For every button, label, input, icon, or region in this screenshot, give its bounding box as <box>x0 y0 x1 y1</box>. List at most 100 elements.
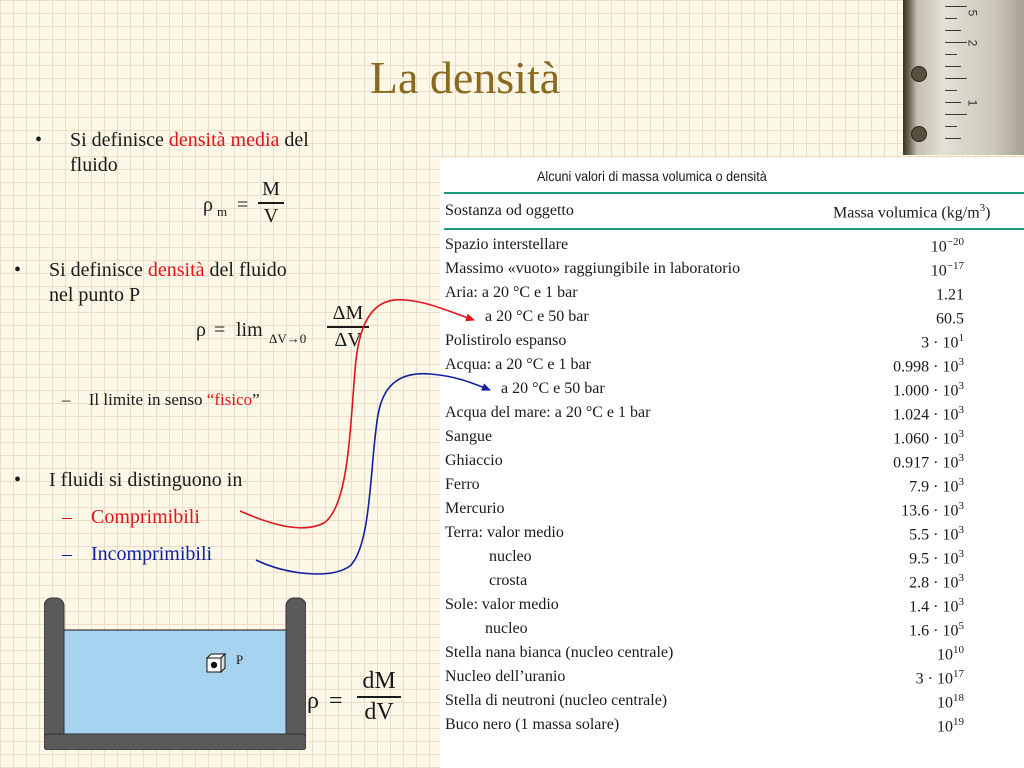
density-value: 1010 <box>937 644 964 664</box>
substance-name: Ghiaccio <box>445 452 503 469</box>
ruler-number: 5 <box>965 9 980 17</box>
bullet-text: del <box>279 129 309 151</box>
substance-name: Massimo «vuoto» raggiungibile in laborat… <box>445 260 741 277</box>
table-row: Ferro 7.9 · 103 <box>440 476 1024 500</box>
screw-icon <box>911 66 927 82</box>
emphasis-fisico: “fisico <box>206 390 253 409</box>
density-value: 10−17 <box>930 260 964 280</box>
substance-name: Nucleo dell’uranio <box>445 668 566 685</box>
substance-name: Terra: valor medio <box>445 524 564 541</box>
table-row: nucleo 1.6 · 105 <box>440 620 1024 644</box>
sub-bullet-text: ” <box>252 390 260 409</box>
table-title: Alcuni valori di massa volumica o densit… <box>537 168 767 184</box>
substance-name: Spazio interstellare <box>445 236 569 253</box>
substance-name: Stella nana bianca (nucleo centrale) <box>445 644 674 661</box>
substance-name: crosta <box>489 572 528 589</box>
container-illustration <box>43 597 307 751</box>
label-compressible: Comprimibili <box>91 506 200 528</box>
header-density: Massa volumica (kg/m3) <box>833 202 991 222</box>
table-row: Massimo «vuoto» raggiungibile in laborat… <box>440 260 1024 284</box>
table-rule-header <box>444 228 1024 230</box>
density-value: 1.000 · 103 <box>893 380 964 400</box>
substance-name: nucleo <box>485 620 528 637</box>
bullet-text: fluido <box>70 154 118 176</box>
density-value: 7.9 · 103 <box>909 476 964 496</box>
density-value: 60.5 <box>936 310 964 328</box>
density-value: 1.21 <box>936 286 964 304</box>
substance-name: a 20 °C e 50 bar <box>501 380 605 397</box>
bullet-marker: • <box>14 259 22 281</box>
bullet-text: nel punto P <box>49 284 141 306</box>
density-value: 1.024 · 103 <box>893 404 964 424</box>
density-value: 9.5 · 103 <box>909 548 964 568</box>
dash-marker: – <box>62 543 72 565</box>
density-value: 2.8 · 103 <box>909 572 964 592</box>
density-value: 1.4 · 103 <box>909 596 964 616</box>
table-row: Aria: a 20 °C e 1 bar 1.21 <box>440 284 1024 308</box>
ruler-number: 2 <box>965 39 980 47</box>
ruler-image: 5 2 1 <box>903 0 1024 155</box>
substance-name: Sangue <box>445 428 493 445</box>
table-rule-top <box>444 192 1024 194</box>
table-row: a 20 °C e 50 bar 1.000 · 103 <box>440 380 1024 404</box>
density-value: 5.5 · 103 <box>909 524 964 544</box>
numerator-m: M <box>262 178 280 200</box>
table-row: Buco nero (1 massa solare) 1019 <box>440 716 1024 740</box>
denominator-delta-v: ΔV <box>334 329 362 351</box>
limit-subscript: ΔV→0 <box>269 331 307 346</box>
header-substance: Sostanza od oggetto <box>445 202 574 219</box>
label-incompressible: Incomprimibili <box>91 543 213 565</box>
density-value: 3 · 101 <box>921 332 964 352</box>
table-row: Polistirolo espanso 3 · 101 <box>440 332 1024 356</box>
bullet-marker: • <box>14 469 22 491</box>
substance-name: Mercurio <box>445 500 505 517</box>
numerator-dm: dM <box>362 668 396 694</box>
table-row: Terra: valor medio 5.5 · 103 <box>440 524 1024 548</box>
formula-mean-density: ρ m = M V <box>203 178 293 234</box>
emphasis-density: densità <box>147 259 205 281</box>
substance-name: Ferro <box>445 476 480 493</box>
table-row: Acqua: a 20 °C e 1 bar 0.998 · 103 <box>440 356 1024 380</box>
rho-symbol: ρ <box>196 319 206 341</box>
rho-symbol: ρ <box>203 194 213 216</box>
density-value: 1.6 · 105 <box>909 620 964 640</box>
equals-sign: = <box>214 319 226 341</box>
list-item-incompressible: – Incomprimibili <box>62 542 212 567</box>
substance-name: Buco nero (1 massa solare) <box>445 716 620 733</box>
substance-name: Aria: a 20 °C e 1 bar <box>445 284 578 301</box>
substance-name: Acqua: a 20 °C e 1 bar <box>445 356 591 373</box>
equals-sign: = <box>237 194 249 216</box>
table-row: a 20 °C e 50 bar 60.5 <box>440 308 1024 332</box>
substance-name: Acqua del mare: a 20 °C e 1 bar <box>445 404 651 421</box>
density-value: 0.998 · 103 <box>893 356 964 376</box>
bullet-text: Si definisce <box>49 259 148 281</box>
table-row: Stella nana bianca (nucleo centrale) 1010 <box>440 644 1024 668</box>
substance-name: Stella di neutroni (nucleo centrale) <box>445 692 668 709</box>
fluid-container-diagram: P <box>43 596 307 751</box>
substance-name: a 20 °C e 50 bar <box>485 308 589 325</box>
volume-element-icon <box>205 652 227 674</box>
table-row: Acqua del mare: a 20 °C e 1 bar 1.024 · 1… <box>440 404 1024 428</box>
bullet-text: Si definisce <box>70 129 169 151</box>
substance-name: Polistirolo espanso <box>445 332 567 349</box>
rho-symbol: ρ <box>307 688 319 714</box>
denominator-dv: dV <box>364 699 394 725</box>
density-value: 3 · 1017 <box>915 668 964 688</box>
table-row: Nucleo dell’uranio 3 · 1017 <box>440 668 1024 692</box>
bullet-fluid-types: • I fluidi si distinguono in <box>14 468 344 493</box>
bullet-marker: • <box>35 129 43 151</box>
sub-bullet-physical-limit: – Il limite in senso “fisico” <box>62 389 392 411</box>
density-value: 1018 <box>937 692 964 712</box>
bullet-density-mean: • Si definisce densità media del fluido <box>35 128 395 178</box>
sub-bullet-text: Il limite in senso <box>88 390 207 409</box>
point-p-label: P <box>236 652 244 667</box>
dash-marker: – <box>62 390 71 409</box>
formula-point-density: ρ = lim ΔV→0 ΔM ΔV <box>196 302 376 362</box>
limit-operator: lim <box>236 319 263 341</box>
bullet-density-point: • Si definisce densità del fluido nel pu… <box>14 258 374 308</box>
density-value: 1019 <box>937 716 964 736</box>
